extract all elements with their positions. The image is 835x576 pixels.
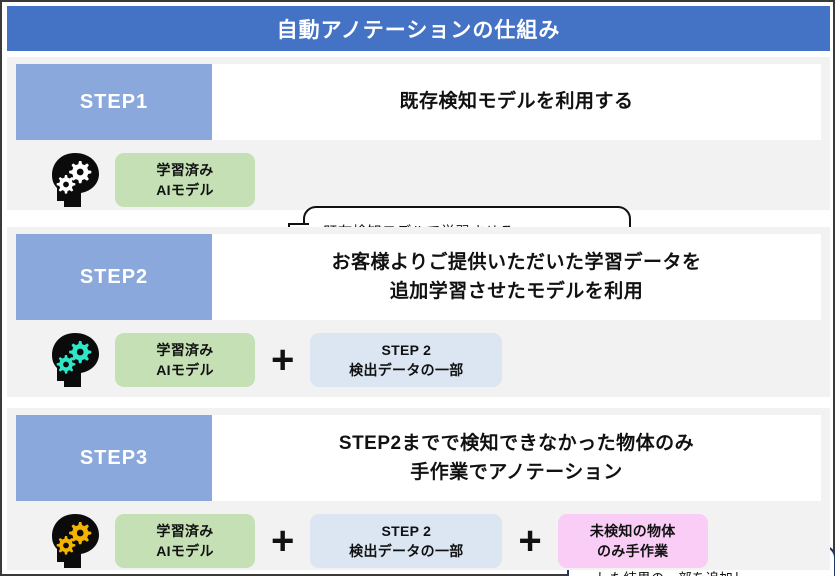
tag-trained-ai-model: 学習済み AIモデル xyxy=(115,333,255,387)
step-chip-label-1: STEP1 xyxy=(79,90,149,113)
tag-line: AIモデル xyxy=(156,362,214,378)
ai-head-gears-icon xyxy=(45,331,107,389)
step-header-1: STEP1 既存検知モデルを利用する xyxy=(7,57,830,140)
tag-trained-ai-model: 学習済み AIモデル xyxy=(115,153,255,207)
step-heading-line: STEP2までで検知できなかった物体のみ xyxy=(338,432,695,454)
tag-line: 学習済み xyxy=(156,522,214,539)
tag-line: STEP 2 xyxy=(381,522,432,539)
step-panel-2: STEP2 お客様よりご提供いただいた学習データを 追加学習させたモデルを利用 xyxy=(7,227,835,576)
step-panel-1: STEP1 既存検知モデルを利用する 学習済み xyxy=(7,57,830,260)
ai-head-gears-icon xyxy=(45,151,107,209)
tag-line: 未検知の物体 xyxy=(589,522,676,539)
step-header-2: STEP2 お客様よりご提供いただいた学習データを 追加学習させたモデルを利用 xyxy=(7,227,830,320)
tag-undetected-manual: 未検知の物体 のみ手作業 xyxy=(557,514,708,568)
step-chip-label-2: STEP2 xyxy=(79,265,149,288)
tag-line: 検出データの一部 xyxy=(349,362,464,378)
step-heading-line: 追加学習させたモデルを利用 xyxy=(389,281,644,302)
step-chip-1: STEP1 xyxy=(16,64,212,140)
callout-line: した結果の一部を追加し、 xyxy=(596,570,834,576)
ai-head-gears-icon xyxy=(45,512,107,570)
step-chip-label-3: STEP3 xyxy=(79,446,149,469)
tag-trained-ai-model: 学習済み AIモデル xyxy=(115,514,255,568)
plus-icon: + xyxy=(271,519,295,563)
page-title: 自動アノテーションの仕組み xyxy=(276,18,561,42)
step-row-2: 学習済み AIモデル + STEP 2 検出データの一部 xyxy=(7,329,830,391)
step-heading-1: 既存検知モデルを利用する xyxy=(212,64,821,140)
plus-icon: + xyxy=(271,338,295,382)
step-row-3: 学習済み AIモデル + STEP 2 検出データの一部 + 未検知の物体 のみ… xyxy=(7,510,830,572)
step-panel-3: STEP3 STEP2までで検知できなかった物体のみ 手作業でアノテーション xyxy=(7,408,830,570)
tag-step2-detected-data: STEP 2 検出データの一部 xyxy=(310,333,503,387)
step-heading-line: お客様よりご提供いただいた学習データを xyxy=(331,251,702,273)
tag-line: AIモデル xyxy=(156,543,214,559)
tag-step2-detected-data: STEP 2 検出データの一部 xyxy=(310,514,503,568)
step-header-3: STEP3 STEP2までで検知できなかった物体のみ 手作業でアノテーション xyxy=(7,408,830,501)
tag-line: 学習済み xyxy=(156,341,214,358)
tag-line: のみ手作業 xyxy=(596,543,669,559)
step-heading-line: 手作業でアノテーション xyxy=(410,462,623,483)
tag-line: AIモデル xyxy=(156,182,214,198)
tag-line: STEP 2 xyxy=(381,341,432,358)
step-heading-3: STEP2までで検知できなかった物体のみ 手作業でアノテーション xyxy=(212,415,821,501)
step-row-1: 学習済み AIモデル xyxy=(7,149,830,211)
step-chip-2: STEP2 xyxy=(16,234,212,320)
step-heading-2: お客様よりご提供いただいた学習データを 追加学習させたモデルを利用 xyxy=(212,234,821,320)
step-chip-3: STEP3 xyxy=(16,415,212,501)
plus-icon: + xyxy=(518,519,542,563)
diagram-title-bar: 自動アノテーションの仕組み xyxy=(7,6,830,51)
tag-line: 学習済み xyxy=(156,161,214,178)
step-heading-line: 既存検知モデルを利用する xyxy=(399,91,634,113)
tag-line: 検出データの一部 xyxy=(349,543,464,559)
